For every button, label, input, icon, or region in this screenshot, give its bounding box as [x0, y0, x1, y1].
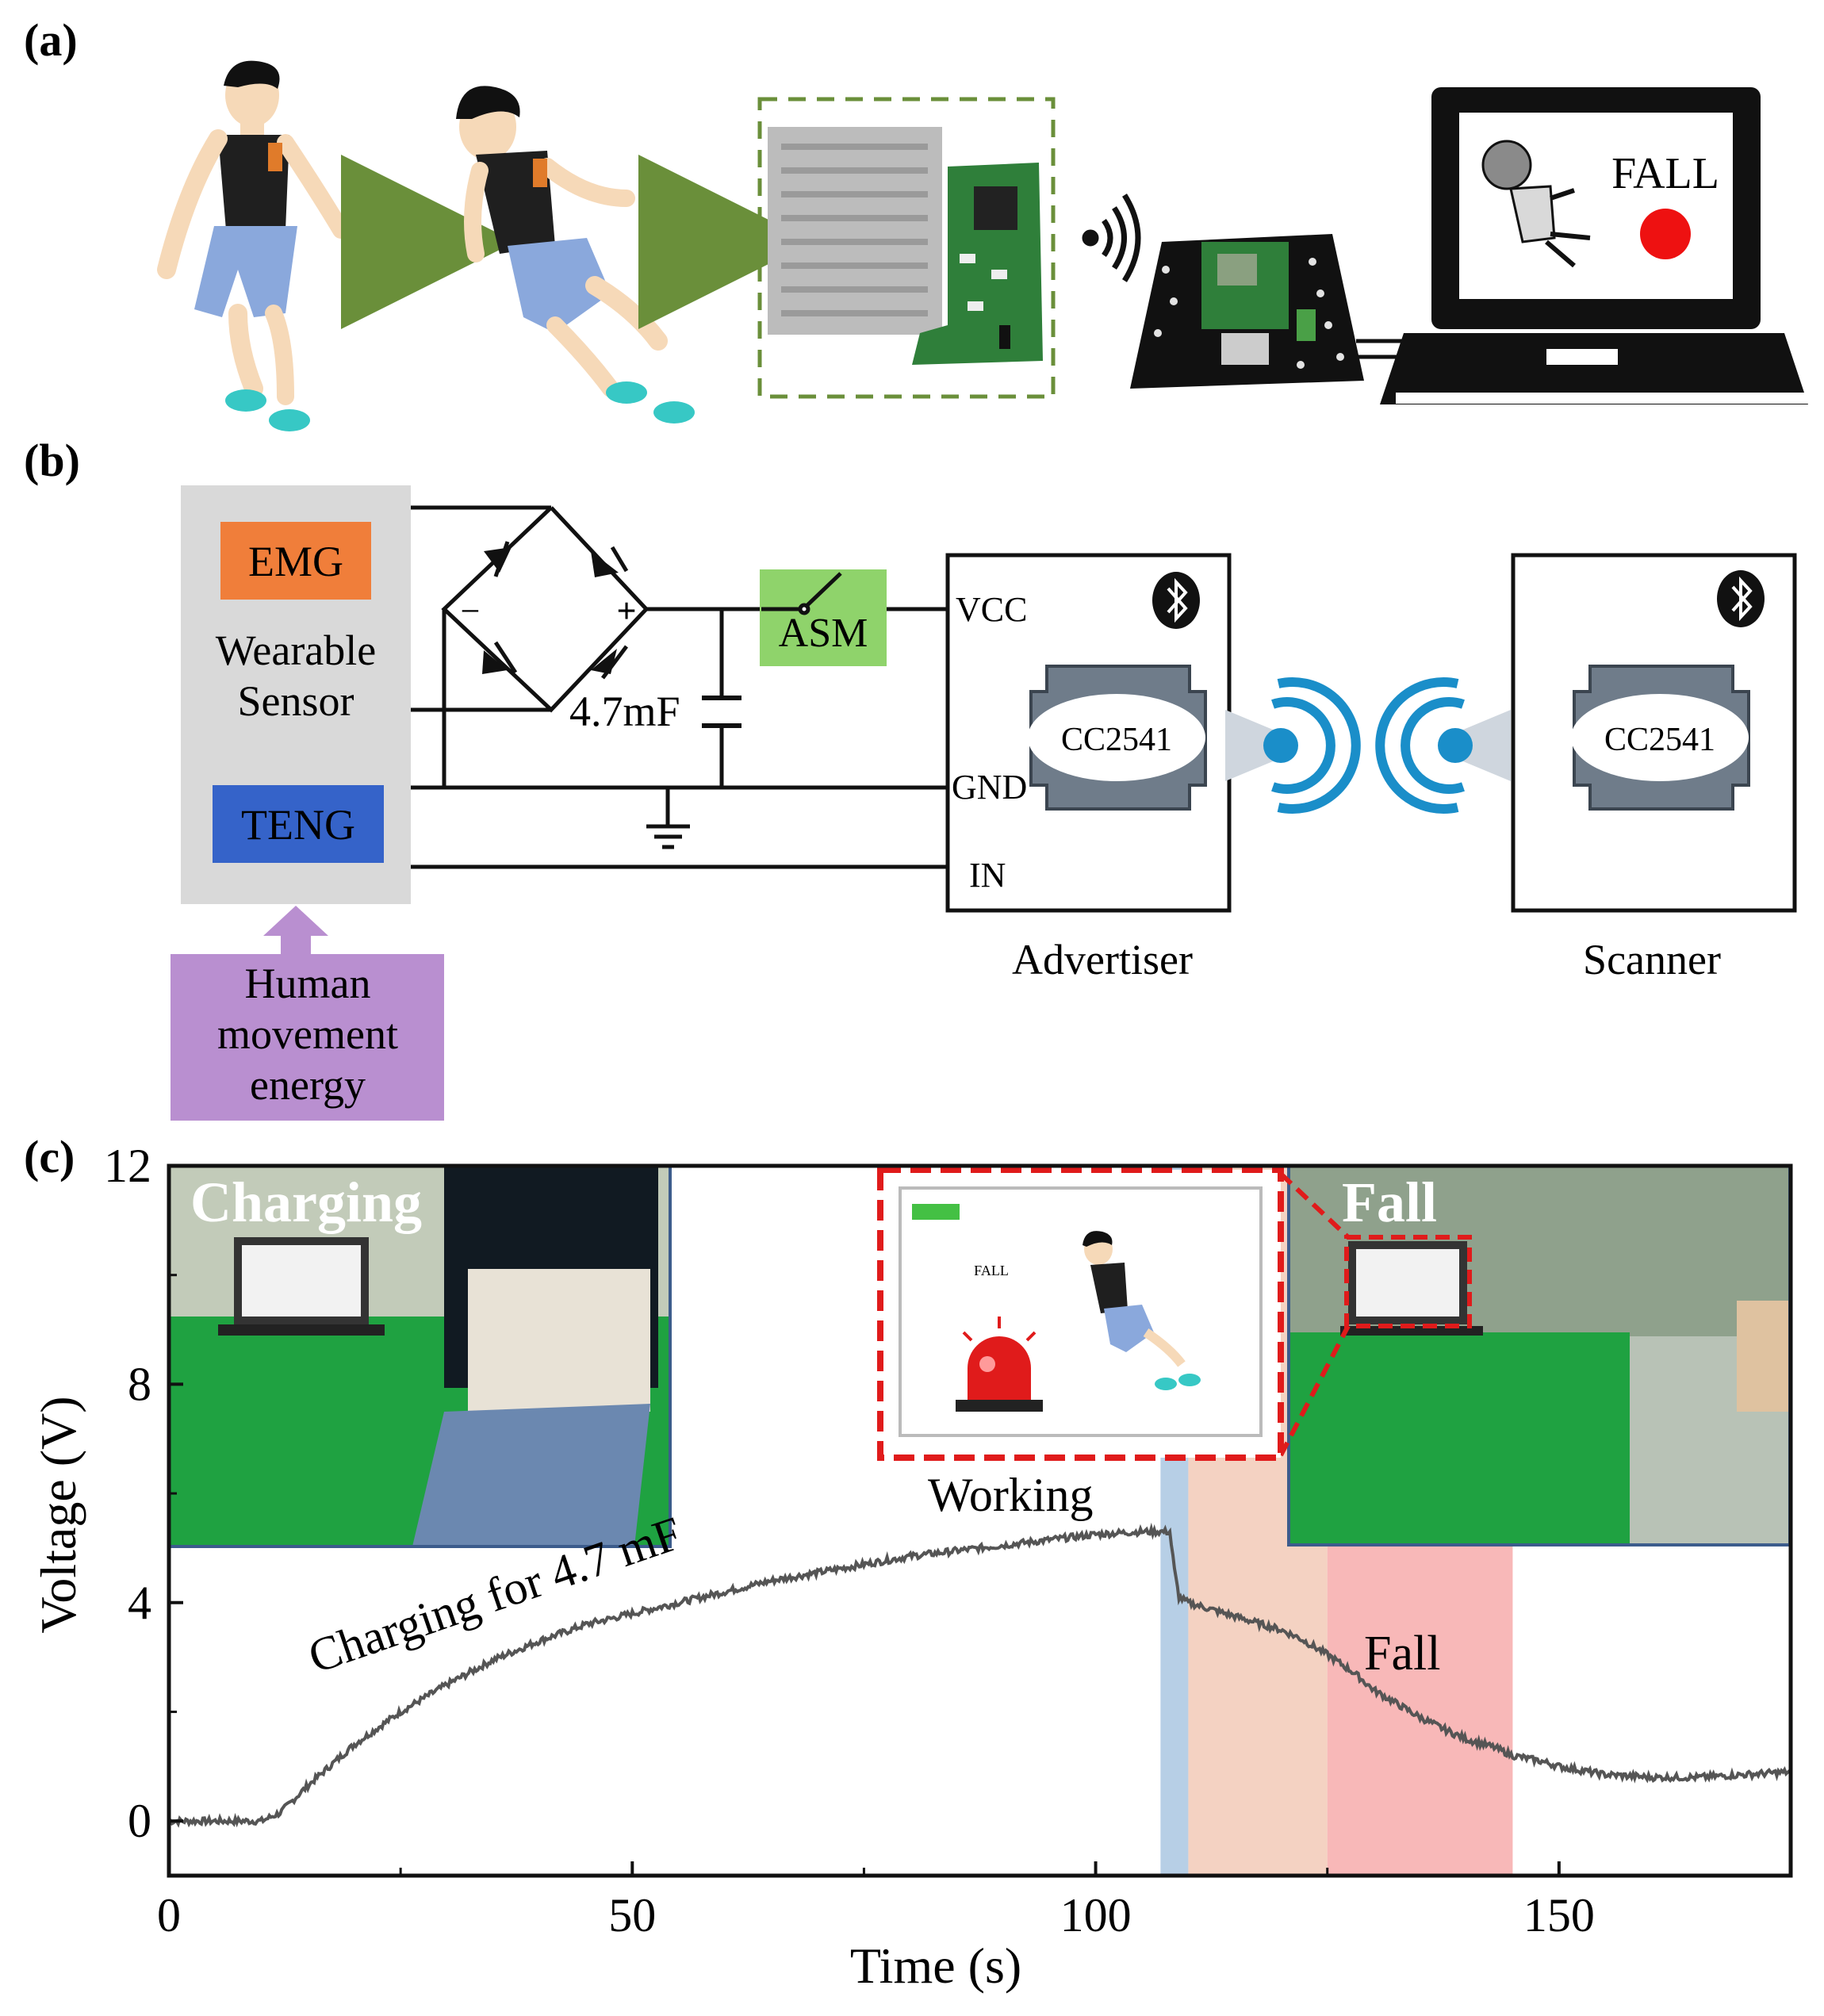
alarm-dot — [1640, 209, 1691, 259]
x-tick-label-2: 100 — [1060, 1889, 1132, 1941]
person-walking-icon — [157, 60, 350, 431]
laptop-icon: FALL — [1380, 87, 1808, 404]
zoomed-screen-text: FALL — [974, 1263, 1009, 1278]
alarm-siren-icon — [956, 1317, 1043, 1412]
emg-label: EMG — [248, 538, 343, 585]
x-tick-label-0: 0 — [157, 1889, 181, 1941]
y-tick-label-1: 4 — [128, 1577, 151, 1629]
asm-box — [760, 569, 887, 666]
circuit-wires — [411, 505, 948, 869]
zoomed-screen: FALL — [877, 1167, 1351, 1461]
person-falling-icon — [456, 86, 695, 424]
annotation-fall: Fall — [1364, 1627, 1440, 1681]
sensor-label-line2: Sensor — [238, 677, 354, 725]
capacitor-label: 4.7mF — [569, 688, 680, 735]
photo-fall: Fall — [1287, 1164, 1791, 1546]
advertiser-label: Advertiser — [1012, 936, 1193, 983]
energy-label-line2: movement — [217, 1010, 398, 1058]
energy-label-line1: Human — [245, 960, 371, 1007]
sensor-label-line1: Wearable — [216, 627, 377, 674]
bluetooth-icon-scanner — [1717, 570, 1765, 627]
photo-charging: Charging — [167, 1164, 672, 1548]
asm-label: ASM — [779, 611, 868, 656]
scanner-box — [1511, 553, 1797, 913]
panel-b: (b) EMG Wearable Sensor TENG Human movem… — [24, 435, 1797, 1121]
in-pin-label: IN — [969, 856, 1006, 895]
chip-scanner: CC2541 — [1571, 665, 1750, 811]
receiver-board — [1130, 234, 1364, 389]
y-tick-label-3: 12 — [104, 1140, 151, 1192]
photo-charging-label: Charging — [190, 1171, 422, 1234]
emg-box — [220, 522, 371, 600]
ground-symbol — [646, 824, 690, 849]
scanner-label: Scanner — [1583, 936, 1721, 983]
teng-label: TENG — [241, 801, 355, 849]
energy-label-line3: energy — [250, 1061, 366, 1109]
gnd-pin-label: GND — [952, 768, 1027, 807]
bluetooth-icon — [1152, 572, 1200, 629]
chip-scanner-label: CC2541 — [1604, 722, 1715, 758]
x-tick-label-1: 50 — [608, 1889, 656, 1941]
chip-advertiser-label: CC2541 — [1061, 722, 1172, 758]
plot-frame — [167, 1163, 1793, 1878]
switch-symbol — [761, 572, 842, 615]
signal-waves-right-icon — [1375, 677, 1511, 814]
vcc-pin-label: VCC — [956, 590, 1027, 629]
fallen-figure-icon — [1481, 140, 1591, 268]
y-tick-label-0: 0 — [128, 1795, 151, 1847]
x-tick-label-3: 150 — [1523, 1889, 1595, 1941]
falling-person-small-icon — [1083, 1231, 1201, 1390]
chip-advertiser: CC2541 — [1028, 665, 1207, 811]
panel-c: (c) Charging Fall — [24, 1131, 1793, 1994]
bridge-rectifier — [482, 541, 629, 680]
signal-waves-left-icon — [1225, 677, 1361, 814]
panel-c-label: (c) — [24, 1131, 75, 1182]
monitor-fall-text: FALL — [1611, 149, 1719, 198]
energy-arrow — [263, 906, 328, 956]
voltage-chart: 0 50 100 150 0 4 8 12 — [104, 1140, 1793, 1941]
panel-a-label: (a) — [24, 14, 78, 66]
annotation-working: Working — [928, 1469, 1093, 1521]
y-tick-label-2: 8 — [128, 1358, 151, 1410]
rectifier-plus: + — [616, 592, 636, 630]
capacitor-symbol — [702, 696, 741, 728]
wireless-signal-icon — [1082, 194, 1141, 282]
panel-a: (a) — [24, 14, 1808, 431]
panel-b-label: (b) — [24, 435, 80, 486]
teng-box — [213, 785, 384, 863]
y-axis-label: Voltage (V) — [30, 1396, 86, 1633]
rectifier-minus: − — [461, 592, 481, 630]
sensor-board — [757, 97, 1056, 399]
x-axis-label: Time (s) — [850, 1937, 1021, 1994]
energy-box — [171, 954, 444, 1121]
voltage-series-line — [168, 1522, 1791, 1828]
photo-fall-label: Fall — [1342, 1171, 1437, 1234]
